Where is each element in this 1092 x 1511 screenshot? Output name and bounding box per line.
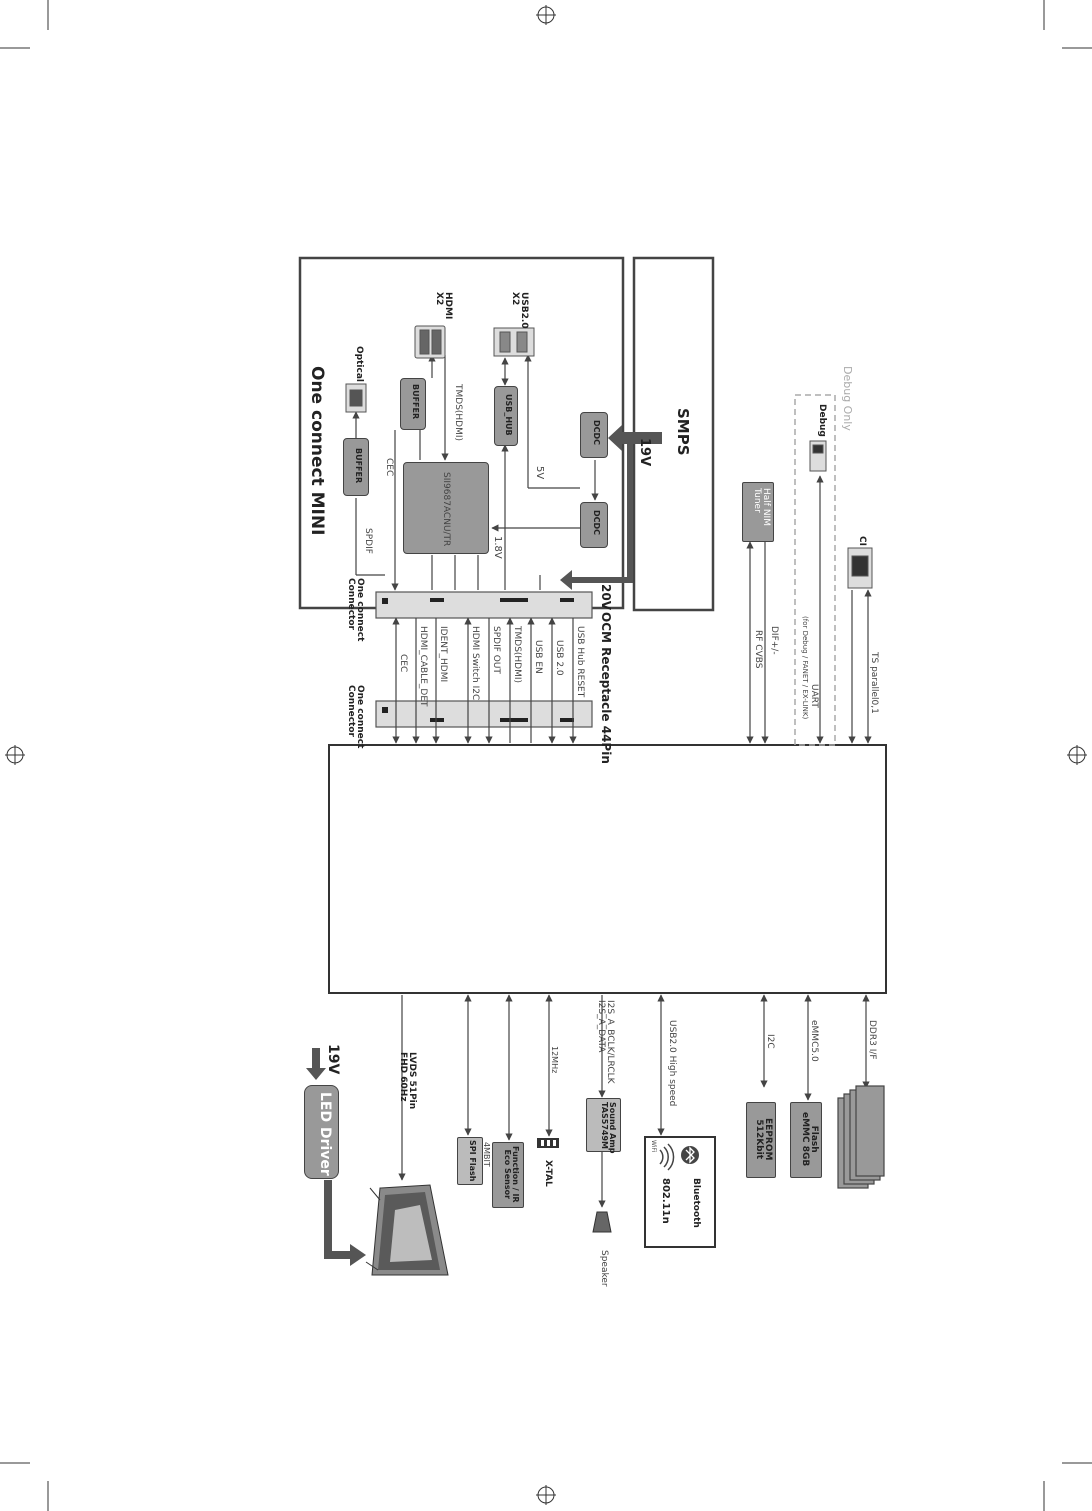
tuner-label: Half NIM Tuner: [752, 488, 771, 526]
ocm-signal-8: CEC: [398, 654, 408, 673]
smps-20v: 20V: [599, 584, 613, 610]
i2c-label: I2C: [765, 1034, 775, 1049]
ocm-signal-3: TMDS(HDMI): [512, 626, 522, 684]
speaker-label: Speaker: [599, 1250, 609, 1287]
usb-hub-box: [494, 386, 518, 446]
connector-left-label: One connect Connector: [346, 578, 365, 642]
sound-amp-box: [586, 1098, 621, 1152]
ocm-signal-0: USB Hub RESET: [575, 626, 585, 698]
ocm-signal-5: HDMI Switch I2C: [470, 626, 480, 701]
optical-label: Optical: [354, 346, 364, 382]
function-label: Function / IR Eco Sensor: [503, 1146, 520, 1203]
ocm-signal-4: SPDIF OUT: [491, 626, 501, 674]
ocm-signal-7: HDMI_CABLE_DET: [418, 626, 428, 707]
flash-label: Flash eMMC 8GB: [800, 1112, 819, 1167]
uart-note-label: (for Debug / FANET / EX-LINK): [801, 616, 809, 720]
smps-title: SMPS: [674, 408, 692, 456]
one-connect-title: One connect MINI: [307, 366, 327, 536]
lvds-label: LVDS 51Pin FHD 60Hz: [398, 1052, 417, 1110]
buffer-optical-label: BUFFER: [354, 448, 363, 484]
connector-right-label: One connect Connector: [346, 685, 365, 749]
usb-label: USB2.0 X2: [510, 292, 529, 329]
usb-hub-label: USB_HUB: [504, 394, 513, 436]
tmds-label: TMDS(HDMI): [453, 384, 463, 442]
dcdc-top-label: DCDC: [592, 420, 601, 446]
dcdc-bottom-box: [580, 502, 608, 548]
ts-label: TS parallel0,1: [869, 652, 879, 714]
rf-label: RF CVBS: [753, 630, 763, 669]
spi-flash-box: [457, 1137, 483, 1185]
v18-label: 1.8V: [492, 536, 503, 559]
function-box: [492, 1142, 524, 1208]
dcdc-bottom-label: DCDC: [592, 510, 601, 536]
ddr-label: DDR3 I/F: [867, 1020, 877, 1060]
xtal-freq-label: 12MHz: [550, 1046, 559, 1074]
sound-amp-label: Sound Amp TAS5749M: [600, 1102, 617, 1154]
flash-box: [790, 1102, 822, 1178]
led-19v-label: 19V: [325, 1044, 341, 1075]
ocm-signal-2: USB EN: [533, 640, 543, 674]
spi-bits-label: 4MBIT: [482, 1142, 491, 1167]
ocm-signal-1: USB 2.0: [554, 640, 564, 676]
dcdc-top-box: [580, 412, 608, 458]
ci-label: CI: [857, 536, 867, 546]
i2s-label: I2S_A_BCLK/LRCLK I2S_A_DATA: [596, 1000, 615, 1084]
ocm-title: OCM Receptacle 44Pin: [599, 612, 613, 764]
usb-high-label: USB2.0 High speed: [667, 1020, 677, 1107]
buffer-cec-box: [400, 378, 426, 430]
xtal-label: X-TAL: [543, 1160, 553, 1187]
chip-box: [403, 462, 489, 554]
debug-label: Debug: [817, 404, 827, 437]
eeprom-label: EEPROM 512Kbit: [754, 1118, 773, 1161]
v5-label: 5V: [534, 466, 545, 480]
bluetooth-label: Bluetooth: [691, 1178, 701, 1228]
buffer-optical-box: [343, 438, 369, 496]
buffer-cec-label: BUFFER: [411, 384, 420, 420]
eeprom-box: [746, 1102, 776, 1178]
wifi-icon-label: WiFi: [650, 1140, 657, 1153]
debug-only-label: Debug Only: [841, 366, 854, 431]
uart-label: UART: [809, 684, 819, 708]
ocm-signal-6: IDENT_HDMI: [438, 626, 448, 683]
spdif-label: SPDIF: [363, 528, 373, 554]
chip-label: SII9687ACNU/TR: [441, 472, 451, 547]
led-driver-box: [304, 1085, 339, 1179]
led-driver-label: LED Driver: [317, 1092, 333, 1176]
tuner-box: [742, 482, 774, 542]
hdmi-label: HDMI X2: [434, 292, 453, 320]
wifi-label: 802.11n: [660, 1178, 671, 1224]
dif-label: DIF+/-: [769, 626, 779, 655]
emmc-label: eMMC5.0: [809, 1020, 819, 1062]
smps-19v: 19V: [637, 438, 652, 467]
spi-flash-label: SPI Flash: [468, 1140, 477, 1182]
cec-label: CEC: [384, 458, 394, 477]
